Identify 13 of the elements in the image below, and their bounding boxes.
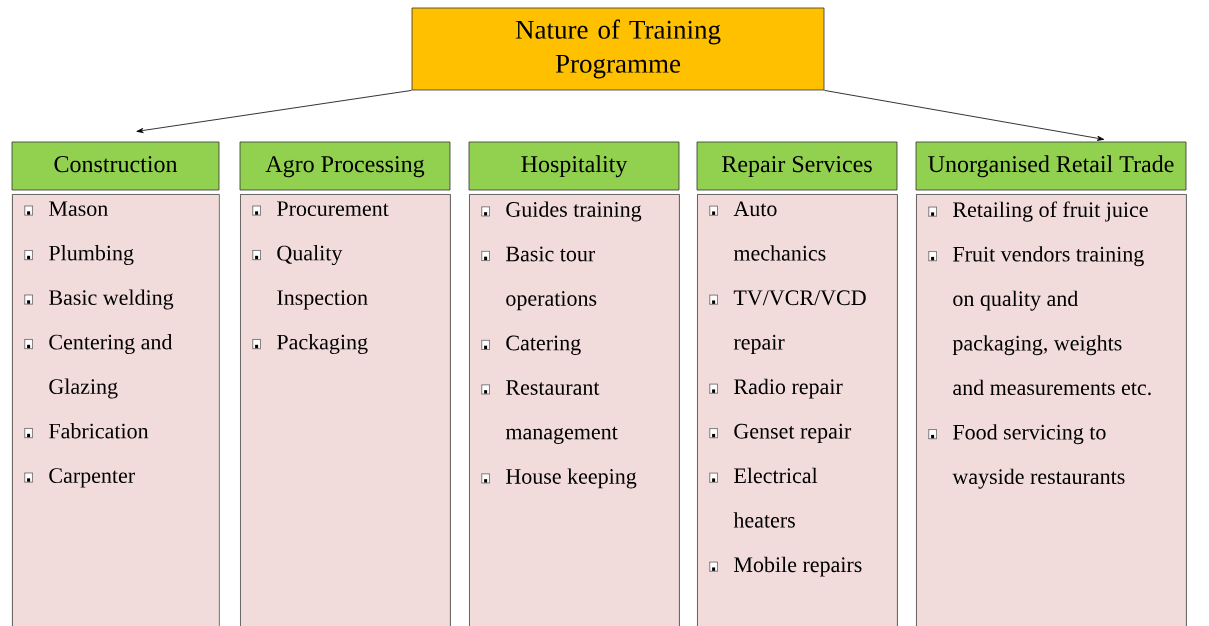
category-header: Repair Services — [696, 141, 898, 191]
list-box: Mason Plumbing Basic welding Centering and Glazing Fabrication Carpenter — [12, 194, 220, 626]
list-box: Procurement Quality Inspection Packaging — [240, 194, 451, 626]
arrow — [136, 90, 412, 133]
list-box: Guides training Basic tour operations Catering Restaurant management House keeping — [469, 194, 680, 626]
category-header: Unorganised Retail Trade — [915, 141, 1187, 191]
arrow — [824, 90, 1105, 141]
category-header: Hospitality — [468, 141, 680, 191]
list-box: Auto mechanics TV/VCR/VCD repair Radio repair Genset repair Electrical heaters Mobile repairs — [697, 194, 898, 626]
list-box: Retailing of fruit juice Fruit vendors training on quality and packaging, weights and measurements etc. Food servicing to wayside restaurants — [916, 194, 1187, 626]
category-header: Agro Processing — [239, 141, 451, 191]
title-box: Nature of Training Programme — [411, 7, 825, 91]
category-header: Construction — [11, 141, 220, 191]
